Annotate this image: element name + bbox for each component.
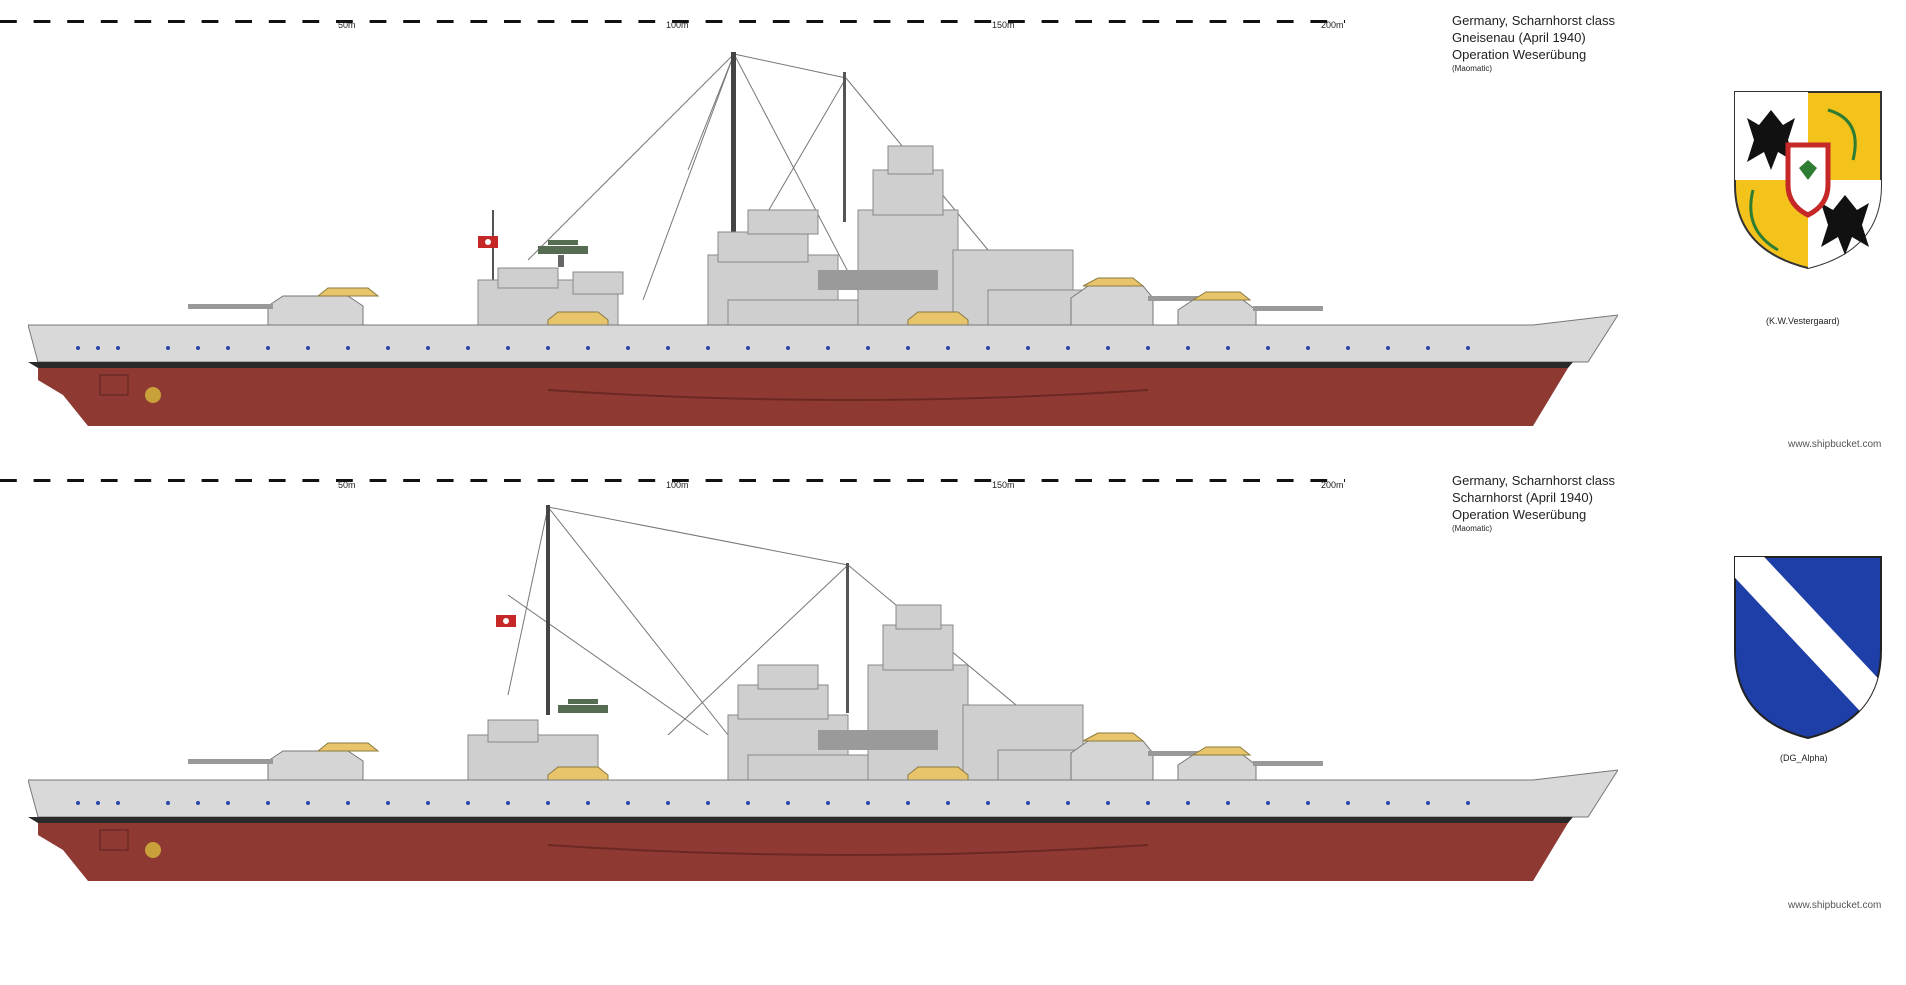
site-watermark-bottom: www.shipbucket.com <box>1788 900 1882 911</box>
caption-author: (Maomatic) <box>1452 524 1493 533</box>
ruler-label-50m: 50m <box>338 20 356 30</box>
ship-caption-scharnhorst: Germany, Scharnhorst class Scharnhorst (… <box>1452 472 1615 535</box>
scale-ruler-top <box>0 20 1345 23</box>
caption-author: (Maomatic) <box>1452 64 1493 73</box>
caption-ship-name: Scharnhorst (April 1940) <box>1452 490 1593 505</box>
crest-credit-scharnhorst: (DG_Alpha) <box>1780 753 1828 763</box>
caption-operation: Operation Weserübung <box>1452 47 1587 62</box>
ruler-label-200m: 200m <box>1321 20 1344 30</box>
caption-operation: Operation Weserübung <box>1452 507 1587 522</box>
crest-coat-of-arms <box>1734 91 1882 270</box>
ruler-label-150m-bottom: 150m <box>992 480 1015 490</box>
crest-blue-shield <box>1734 556 1882 740</box>
crest-credit-gneisenau: (K.W.Vestergaard) <box>1766 316 1840 326</box>
ship-drawing-gneisenau <box>28 52 1618 426</box>
ship-caption-gneisenau: Germany, Scharnhorst class Gneisenau (Ap… <box>1452 12 1615 75</box>
site-watermark-top: www.shipbucket.com <box>1788 439 1882 450</box>
scale-ruler-bottom <box>0 479 1345 482</box>
ship-drawing-scharnhorst <box>28 505 1618 881</box>
ruler-label-50m-bottom: 50m <box>338 480 356 490</box>
ruler-label-200m-bottom: 200m <box>1321 480 1344 490</box>
caption-class: Germany, Scharnhorst class <box>1452 473 1616 488</box>
caption-ship-name: Gneisenau (April 1940) <box>1452 30 1586 45</box>
ruler-label-150m: 150m <box>992 20 1015 30</box>
ruler-label-100m-bottom: 100m <box>666 480 689 490</box>
ruler-label-100m: 100m <box>666 20 689 30</box>
caption-class: Germany, Scharnhorst class <box>1452 13 1616 28</box>
